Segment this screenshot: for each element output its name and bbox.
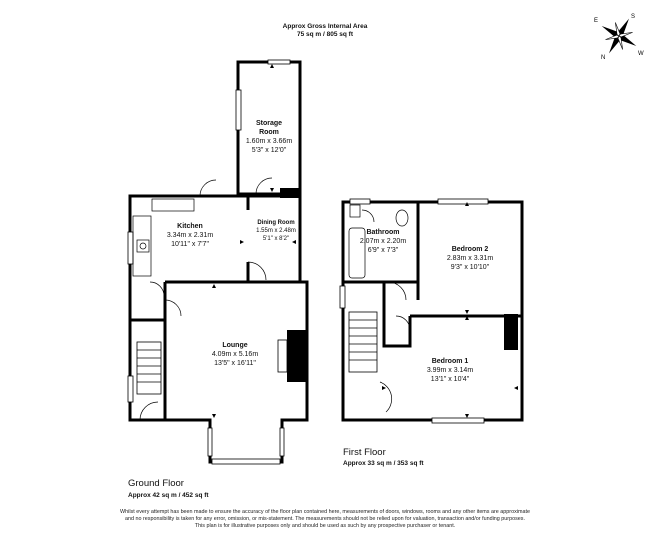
- first-floor-door-swings: [361, 209, 411, 413]
- svg-text:W: W: [638, 51, 644, 57]
- compass: S N E W: [593, 10, 645, 62]
- bathroom-fixtures: [348, 204, 409, 279]
- dimension-arrows: [212, 64, 518, 418]
- room-imperial: 13'1" x 10'4": [430, 376, 470, 383]
- room-name: Dining Room: [257, 220, 295, 226]
- room-imperial: 5'1" x 8'2": [262, 236, 290, 242]
- lounge-bay-left: [207, 427, 213, 457]
- room-metric: 3.99m x 3.14m: [426, 367, 474, 374]
- fireplace-hearth: [277, 339, 288, 373]
- lounge-bay-window: [211, 458, 281, 465]
- bathroom-label: Bathroom 2.07m x 2.20m 6'9" x 7'3": [348, 228, 418, 255]
- storage-window-top: [267, 59, 291, 65]
- kitchen-window: [127, 231, 134, 265]
- lounge-chimney: [287, 330, 307, 382]
- first-floor-title: First Floor: [343, 447, 386, 458]
- storage-window-left: [235, 89, 242, 131]
- hall-window: [127, 375, 134, 403]
- lounge-bay-right: [279, 427, 285, 457]
- gross-area-value: 75 sq m / 805 sq ft: [297, 31, 353, 38]
- storage-room-label: Storage Room 1.60m x 3.66m 5'3" x 12'0": [238, 119, 300, 155]
- ground-floor-area: Approx 42 sq m / 452 sq ft: [128, 492, 209, 499]
- room-name: Lounge: [222, 342, 248, 349]
- bedroom2-window: [437, 198, 489, 205]
- room-name: Storage: [255, 120, 283, 127]
- storage-chimney: [280, 188, 300, 198]
- landing-wall: [382, 282, 412, 348]
- landing-window: [339, 285, 346, 309]
- svg-text:S: S: [631, 14, 635, 20]
- ground-floor-title: Ground Floor: [128, 478, 184, 489]
- kitchen-units: [132, 198, 195, 277]
- first-floor-area: Approx 33 sq m / 353 sq ft: [343, 460, 424, 467]
- room-name: Bedroom 1: [431, 358, 469, 365]
- bedroom1-label: Bedroom 1 3.99m x 3.14m 13'1" x 10'4": [405, 357, 495, 384]
- room-name: Kitchen: [177, 223, 203, 230]
- bedroom2-label: Bedroom 2 2.83m x 3.31m 9'3" x 10'10": [425, 245, 515, 272]
- room-name: Bedroom 2: [451, 246, 489, 253]
- room-imperial: 5'3" x 12'0": [251, 147, 287, 154]
- gross-area-title: Approx Gross Internal Area: [282, 23, 368, 30]
- room-name: Bathroom: [366, 229, 400, 236]
- disclaimer: Whilst every attempt has been made to en…: [120, 509, 530, 529]
- room-metric: 2.83m x 3.31m: [446, 255, 494, 262]
- bedroom1-window: [431, 417, 485, 424]
- room-metric: 1.55m x 2.48m: [256, 228, 296, 234]
- room-imperial: 13'5" x 16'11": [214, 360, 256, 367]
- ground-stairs: [136, 341, 162, 395]
- room-metric: 1.60m x 3.66m: [245, 138, 293, 145]
- room-metric: 2.07m x 2.20m: [359, 238, 407, 245]
- compass-rose-icon: S N E W: [594, 14, 644, 61]
- svg-text:E: E: [594, 18, 598, 24]
- bathroom-window: [349, 198, 371, 205]
- room-name: Room: [259, 129, 279, 136]
- kitchen-label: Kitchen 3.34m x 2.31m 10'11" x 7'7": [150, 222, 230, 249]
- room-metric: 4.09m x 5.16m: [211, 351, 259, 358]
- room-imperial: 10'11" x 7'7": [171, 241, 209, 248]
- svg-text:N: N: [601, 55, 605, 61]
- room-metric: 3.34m x 2.31m: [166, 232, 214, 239]
- dining-room-label: Dining Room 1.55m x 2.48m 5'1" x 8'2": [248, 219, 304, 243]
- bedroom1-chimney: [504, 314, 518, 350]
- room-imperial: 9'3" x 10'10": [450, 264, 490, 271]
- lounge-label: Lounge 4.09m x 5.16m 13'5" x 16'11": [190, 341, 280, 368]
- room-imperial: 6'9" x 7'3": [367, 247, 399, 254]
- first-floor-stairs: [348, 311, 378, 373]
- door-swings: [139, 177, 273, 421]
